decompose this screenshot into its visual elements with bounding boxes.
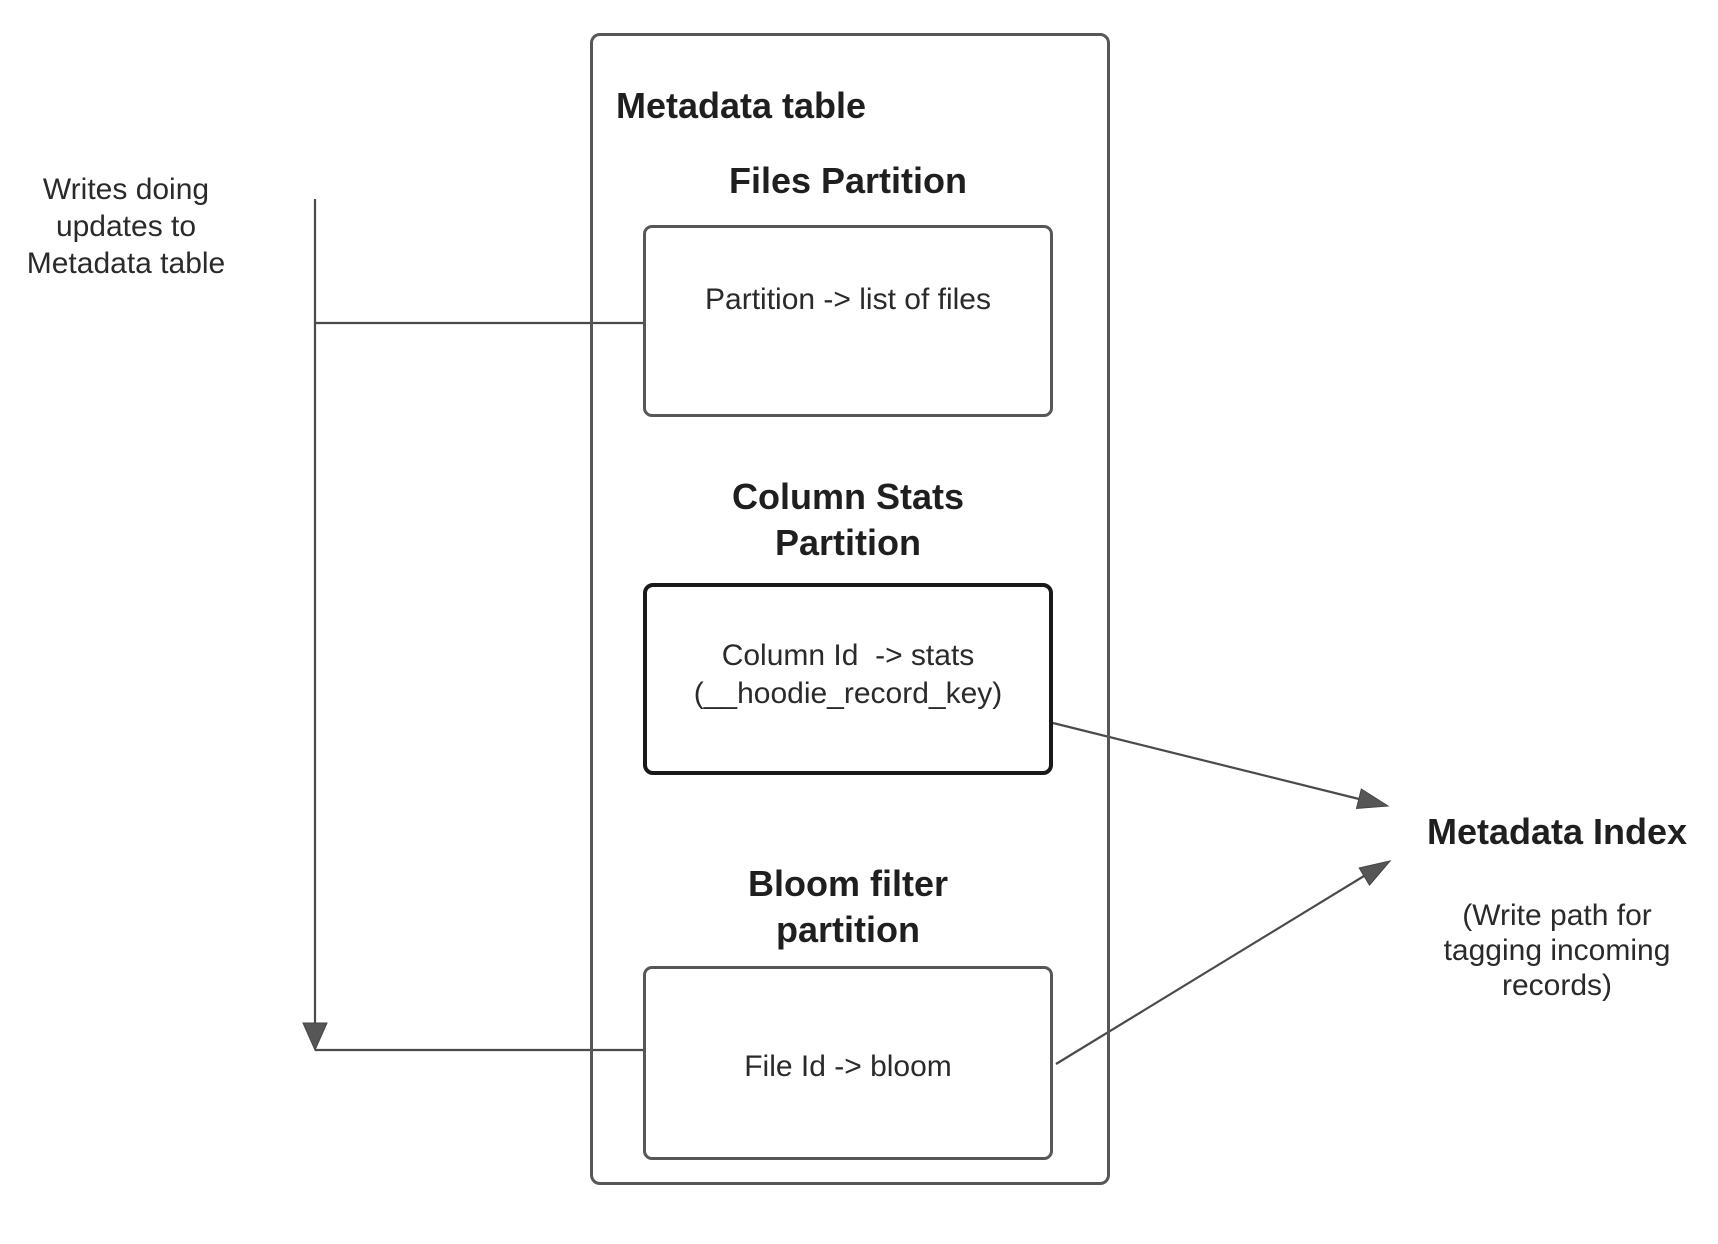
bloom-filter-partition-box: File Id -> bloom [643, 966, 1053, 1160]
files-partition-box: Partition -> list of files [643, 225, 1053, 417]
column-stats-partition-box: Column Id -> stats (__hoodie_record_key) [643, 583, 1053, 775]
right-arrowhead-icon [1355, 788, 1390, 809]
files-partition-body: Partition -> list of files [705, 283, 991, 316]
bloom-filter-partition-body: File Id -> bloom [744, 1050, 952, 1083]
up-right-arrowhead-icon [1358, 860, 1392, 886]
bloom-filter-partition-heading: Bloom filter partition [747, 863, 948, 950]
column-stats-partition-heading: Column Stats Partition [731, 476, 964, 563]
writes-annotation: Writes doing updates to Metadata table [26, 173, 226, 280]
metadata-table-container [590, 33, 1110, 1185]
down-arrowhead-icon [302, 1022, 328, 1052]
files-partition-heading: Files Partition [728, 160, 968, 201]
metadata-index-note: (Write path for tagging incoming records… [1443, 899, 1671, 1002]
metadata-table-title: Metadata table [616, 85, 867, 126]
metadata-index-title: Metadata Index [1426, 811, 1688, 852]
column-stats-partition-body: Column Id -> stats (__hoodie_record_key) [693, 639, 1003, 710]
